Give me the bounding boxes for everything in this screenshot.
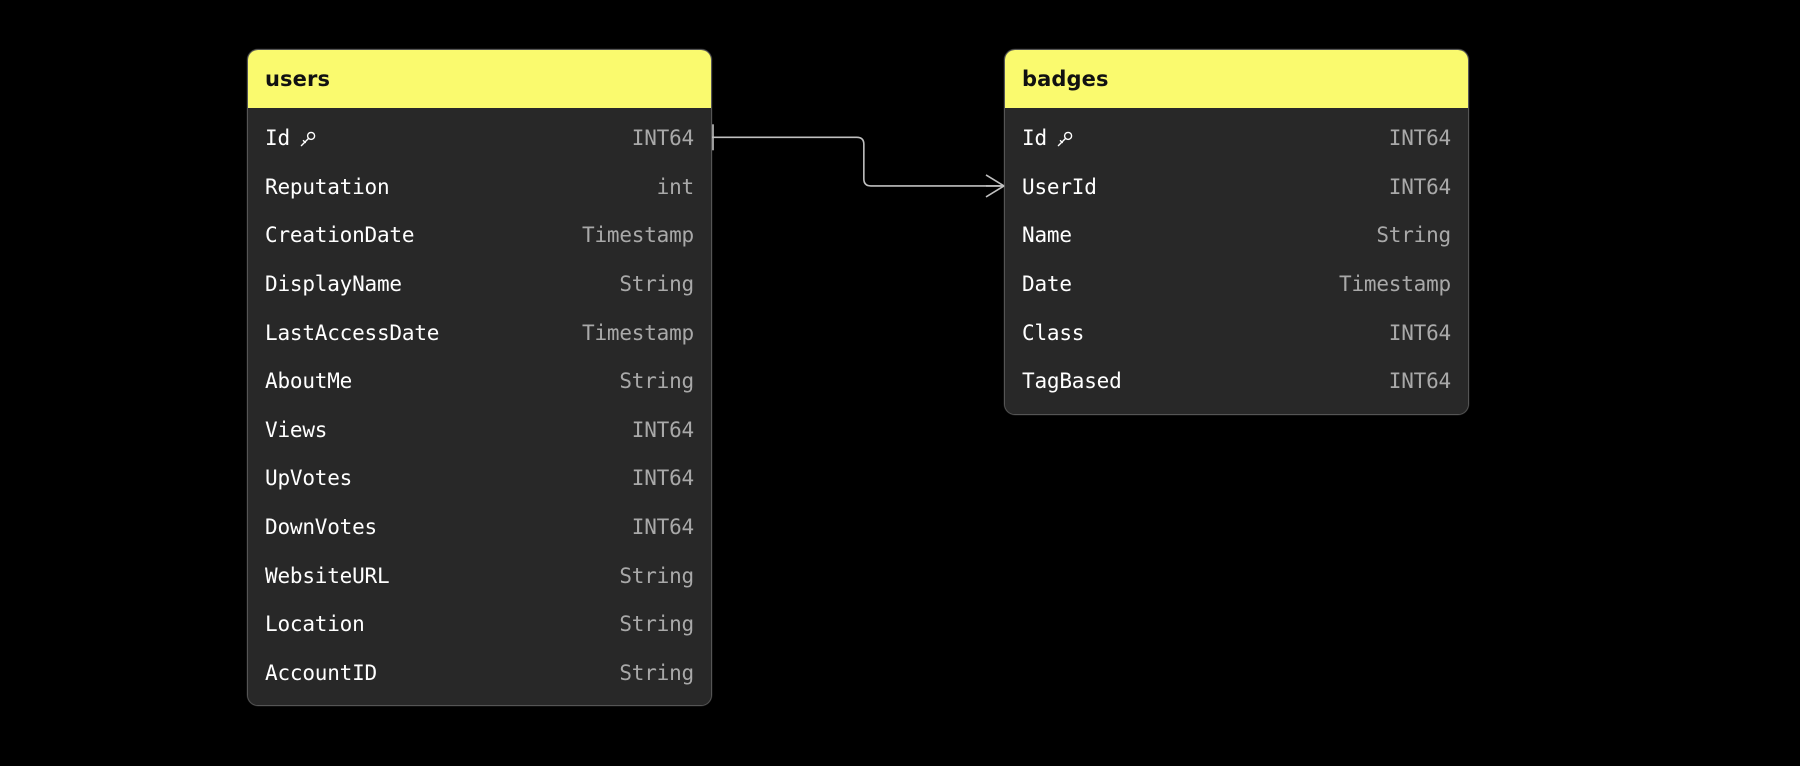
field-row[interactable]: Views INT64 — [248, 406, 711, 455]
field-name-label: LastAccessDate — [265, 320, 440, 345]
field-name-label: Class — [1022, 320, 1085, 345]
entity-header-users[interactable]: users — [248, 50, 711, 108]
field-row[interactable]: AccountID String — [248, 649, 711, 698]
field-name-label: Name — [1022, 223, 1072, 248]
field-name-label: TagBased — [1022, 369, 1122, 394]
field-type-label: String — [619, 369, 694, 394]
field-type-label: INT64 — [631, 417, 694, 442]
field-type-label: Timestamp — [582, 223, 694, 248]
key-icon — [1055, 129, 1075, 149]
field-type-label: INT64 — [631, 126, 694, 151]
field-row[interactable]: Id INT64 — [1005, 114, 1468, 163]
field-name-label: Id — [1022, 126, 1047, 151]
connector-line — [712, 136, 1004, 187]
field-name-cell: AccountID — [265, 661, 377, 685]
field-type-label: String — [1376, 223, 1451, 248]
field-name-label: WebsiteURL — [265, 563, 390, 588]
field-row[interactable]: Id INT64 — [248, 114, 711, 163]
field-row[interactable]: UpVotes INT64 — [248, 454, 711, 503]
field-name-cell: Date — [1022, 272, 1072, 296]
field-type-label: INT64 — [1388, 126, 1451, 151]
field-name-cell: Reputation — [265, 174, 390, 199]
field-row[interactable]: DisplayName String — [248, 260, 711, 309]
field-name-cell: CreationDate — [265, 223, 415, 248]
field-row[interactable]: Location String — [248, 600, 711, 649]
field-name-cell: Location — [265, 612, 365, 636]
field-name-label: Id — [265, 126, 290, 151]
field-name-label: AccountID — [265, 660, 377, 685]
field-name-label: DisplayName — [265, 272, 402, 297]
entity-title-users: users — [265, 67, 331, 91]
field-row[interactable]: CreationDate Timestamp — [248, 211, 711, 260]
field-row[interactable]: Reputation int — [248, 163, 711, 212]
field-name-label: Reputation — [265, 174, 390, 199]
field-type-label: int — [656, 174, 695, 199]
field-row[interactable]: Date Timestamp — [1005, 260, 1468, 309]
crowsfoot-many-marker — [985, 174, 1005, 198]
field-name-cell: DisplayName — [265, 272, 402, 296]
field-row[interactable]: UserId INT64 — [1005, 163, 1468, 212]
field-name-label: DownVotes — [265, 515, 377, 540]
field-name-label: AboutMe — [265, 369, 353, 394]
field-name-cell: LastAccessDate — [265, 321, 439, 345]
field-name-label: CreationDate — [265, 223, 415, 248]
field-name-cell: WebsiteURL — [265, 563, 390, 588]
field-name-cell: TagBased — [1022, 369, 1122, 393]
field-row[interactable]: AboutMe String — [248, 357, 711, 406]
field-row[interactable]: LastAccessDate Timestamp — [248, 308, 711, 357]
field-name-cell: Views — [265, 418, 327, 442]
field-name-cell: Id — [265, 126, 318, 150]
field-type-label: INT64 — [1388, 174, 1451, 199]
field-name-cell: AboutMe — [265, 369, 352, 393]
entity-title-badges: badges — [1022, 67, 1109, 91]
field-row[interactable]: WebsiteURL String — [248, 551, 711, 600]
field-name-label: UpVotes — [265, 466, 353, 491]
field-type-label: String — [619, 563, 694, 588]
field-row[interactable]: TagBased INT64 — [1005, 357, 1468, 406]
field-name-label: Location — [265, 612, 365, 637]
field-name-label: Date — [1022, 272, 1072, 297]
field-type-label: String — [619, 660, 694, 685]
field-name-label: UserId — [1022, 174, 1097, 199]
entity-header-badges[interactable]: badges — [1005, 50, 1468, 108]
field-row[interactable]: DownVotes INT64 — [248, 503, 711, 552]
key-icon — [298, 129, 318, 149]
field-type-label: INT64 — [1388, 320, 1451, 345]
field-name-cell: DownVotes — [265, 515, 377, 539]
field-type-label: Timestamp — [1339, 272, 1451, 297]
field-name-cell: Class — [1022, 321, 1084, 345]
field-row[interactable]: Class INT64 — [1005, 308, 1468, 357]
field-row[interactable]: Name String — [1005, 211, 1468, 260]
field-name-cell: Name — [1022, 223, 1072, 247]
field-type-label: INT64 — [1388, 369, 1451, 394]
field-type-label: String — [619, 612, 694, 637]
field-name-cell: UpVotes — [265, 466, 352, 490]
relationship-connector — [712, 124, 1005, 198]
field-type-label: INT64 — [631, 466, 694, 491]
field-type-label: INT64 — [631, 515, 694, 540]
field-name-label: Views — [265, 417, 328, 442]
field-name-cell: Id — [1022, 126, 1075, 150]
field-type-label: Timestamp — [582, 320, 694, 345]
field-name-cell: UserId — [1022, 175, 1097, 199]
field-type-label: String — [619, 272, 694, 297]
